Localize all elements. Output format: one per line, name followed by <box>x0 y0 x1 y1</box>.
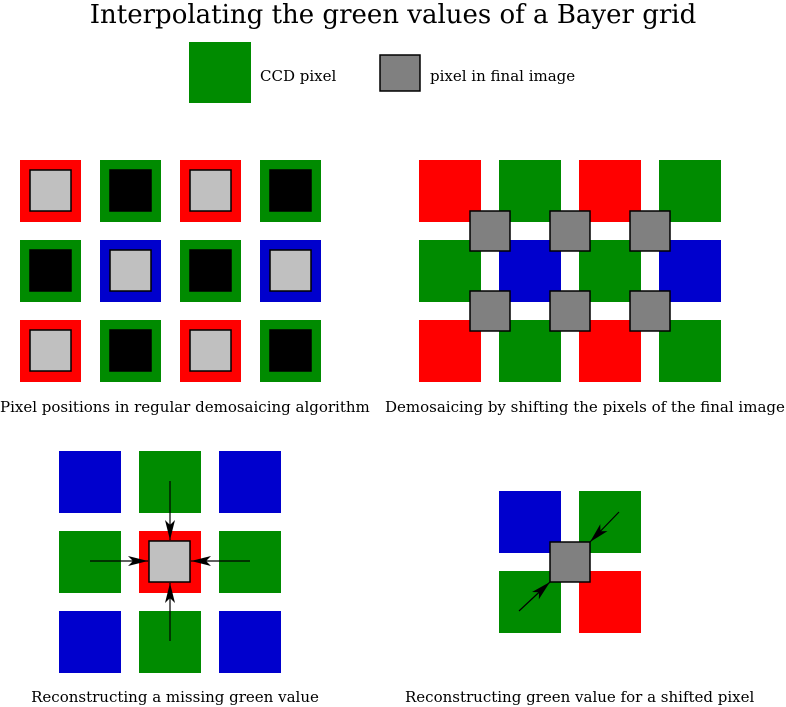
shifted-final-pixel <box>549 290 591 332</box>
ccd-pixel-blue <box>219 611 281 673</box>
ccd-pixel-blue <box>59 451 121 513</box>
final-pixel <box>29 249 72 292</box>
final-pixel <box>148 540 191 583</box>
ccd-pixel-green <box>59 531 121 593</box>
final-pixel <box>269 329 312 372</box>
ccd-pixel-blue <box>59 611 121 673</box>
shifted-final-pixel <box>469 290 511 332</box>
final-pixel <box>109 249 152 292</box>
legend-final-label: pixel in final image <box>430 67 576 85</box>
final-pixel <box>189 329 232 372</box>
final-pixel <box>109 329 152 372</box>
legend-ccd-label: CCD pixel <box>260 67 337 85</box>
caption-shifted-demosaicing: Demosaicing by shifting the pixels of th… <box>385 398 785 416</box>
final-pixel <box>109 169 152 212</box>
panel-missing-green <box>59 451 281 673</box>
final-pixel <box>269 169 312 212</box>
diagram-title: Interpolating the green values of a Baye… <box>89 0 697 30</box>
shifted-final-pixel <box>629 210 671 252</box>
ccd-pixel-blue <box>219 451 281 513</box>
shifted-final-pixel <box>549 210 591 252</box>
final-pixel <box>29 169 72 212</box>
caption-shifted-pixel: Reconstructing green value for a shifted… <box>405 688 755 706</box>
final-pixel <box>189 169 232 212</box>
arrow-from-bottom-left <box>518 581 551 612</box>
shifted-final-pixel <box>469 210 511 252</box>
caption-missing-green: Reconstructing a missing green value <box>31 688 319 706</box>
caption-regular-demosaicing: Pixel positions in regular demosaicing a… <box>0 398 370 416</box>
final-pixel <box>269 249 312 292</box>
final-pixel <box>29 329 72 372</box>
panel-shifted-pixel <box>499 491 641 633</box>
panel-regular-demosaicing <box>20 160 321 382</box>
shifted-final-pixel <box>629 290 671 332</box>
arrow-from-top-right <box>589 511 620 543</box>
final-pixel <box>189 249 232 292</box>
legend <box>189 42 421 103</box>
legend-ccd-swatch <box>189 42 251 103</box>
panel-shifted-demosaicing <box>419 160 721 382</box>
ccd-pixel-green <box>219 531 281 593</box>
shifted-final-pixel <box>549 541 591 583</box>
legend-final-swatch <box>379 54 421 92</box>
